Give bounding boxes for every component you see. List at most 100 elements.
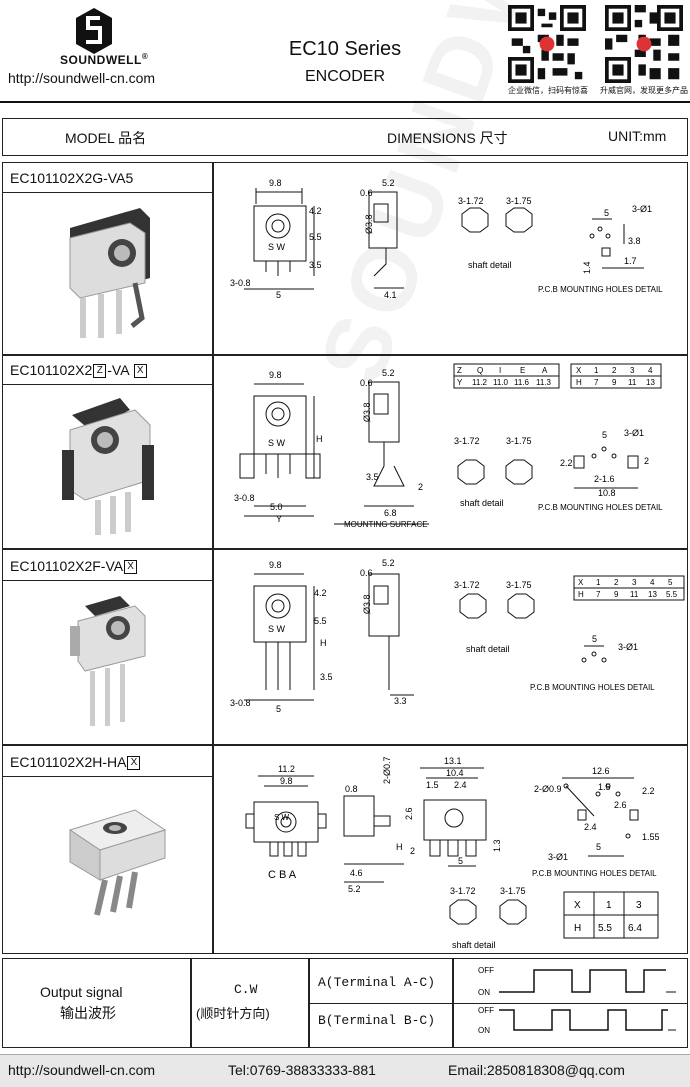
svg-text:2.6: 2.6 xyxy=(614,800,627,810)
svg-text:5.2: 5.2 xyxy=(382,368,395,378)
svg-text:0.8: 0.8 xyxy=(345,784,358,794)
svg-text:2.6: 2.6 xyxy=(404,807,414,820)
svg-text:3-0.8: 3-0.8 xyxy=(234,493,255,503)
svg-text:1.5: 1.5 xyxy=(426,780,439,790)
footer-email[interactable]: Email:2850818308@qq.com xyxy=(448,1062,625,1078)
direction-label-cn: (顺时针方向) xyxy=(196,1006,270,1021)
svg-text:2: 2 xyxy=(410,846,415,856)
soundwell-logo xyxy=(76,8,112,54)
svg-text:Ø3.8: Ø3.8 xyxy=(362,594,372,614)
product-photo-3 xyxy=(70,596,146,726)
model-table xyxy=(2,162,688,954)
row-divider xyxy=(2,354,688,356)
product-type: ENCODER xyxy=(304,68,385,85)
svg-text:5.5: 5.5 xyxy=(598,923,612,934)
svg-text:1.4: 1.4 xyxy=(582,261,592,274)
svg-text:5: 5 xyxy=(602,430,607,440)
svg-text:11: 11 xyxy=(630,590,639,599)
svg-text:0.6: 0.6 xyxy=(360,188,373,198)
svg-text:5.2: 5.2 xyxy=(382,178,395,188)
svg-text:4: 4 xyxy=(650,578,655,587)
svg-text:5: 5 xyxy=(276,290,281,300)
svg-text:H: H xyxy=(574,923,581,934)
svg-text:0.6: 0.6 xyxy=(360,378,373,388)
page-footer: http://soundwell-cn.com Tel:0769-3883333… xyxy=(0,1054,690,1087)
svg-text:1.55: 1.55 xyxy=(642,832,660,842)
svg-text:11.0: 11.0 xyxy=(493,378,509,387)
terminal-b-label: B(Terminal B-C) xyxy=(318,1013,436,1028)
svg-text:X: X xyxy=(578,578,584,587)
name-divider xyxy=(2,776,212,777)
svg-text:Q: Q xyxy=(477,366,483,375)
direction-label: C.W xyxy=(234,982,258,997)
svg-text:3-1.75: 3-1.75 xyxy=(506,196,532,206)
svg-text:3.8: 3.8 xyxy=(628,236,641,246)
svg-text:3: 3 xyxy=(630,366,635,375)
svg-text:3: 3 xyxy=(632,578,637,587)
svg-text:5: 5 xyxy=(276,704,281,714)
svg-text:4.2: 4.2 xyxy=(314,588,327,598)
svg-text:3-0.8: 3-0.8 xyxy=(230,278,251,288)
svg-text:3-1.72: 3-1.72 xyxy=(454,436,480,446)
svg-text:2.4: 2.4 xyxy=(584,822,597,832)
svg-text:5: 5 xyxy=(592,634,597,644)
svg-text:4.6: 4.6 xyxy=(350,868,363,878)
svg-text:A: A xyxy=(542,366,548,375)
svg-text:H: H xyxy=(578,590,584,599)
model-heading: MODEL 品名 xyxy=(65,130,147,146)
svg-text:3-1.75: 3-1.75 xyxy=(506,436,532,446)
drawing-row-2: 9.8 H 3-0.8 5.0 Y S W MOUNTING SURFACE 5… xyxy=(234,363,663,529)
svg-text:1: 1 xyxy=(596,578,601,587)
row-divider xyxy=(2,548,688,550)
svg-text:3-Ø1: 3-Ø1 xyxy=(632,204,652,214)
drawing-row-3: 9.8 4.2 5.5 H 3.5 3-0.8 5 S W 5.2 0.6 Ø3… xyxy=(230,558,685,714)
qr-caption-website: 升威官网，发现更多产品 xyxy=(600,86,688,95)
qr-caption-wechat: 企业微信，扫码有惊喜 xyxy=(508,86,588,95)
svg-text:OFF: OFF xyxy=(478,1006,494,1015)
header-url[interactable]: http://soundwell-cn.com xyxy=(8,70,156,86)
svg-text:shaft detail: shaft detail xyxy=(466,644,510,654)
svg-text:S W: S W xyxy=(268,438,286,448)
svg-text:5.2: 5.2 xyxy=(382,558,395,568)
drawing-row-4: 11.2 9.8 S W C B A 0.8 2-Ø0.7 2.6 H 2 4.… xyxy=(245,756,660,950)
svg-text:ON: ON xyxy=(478,1026,490,1035)
svg-text:2.4: 2.4 xyxy=(454,780,467,790)
svg-text:3.3: 3.3 xyxy=(394,696,407,706)
svg-text:3-1.72: 3-1.72 xyxy=(450,886,476,896)
row-divider xyxy=(2,744,688,746)
footer-url[interactable]: http://soundwell-cn.com xyxy=(8,1062,156,1078)
terminal-a-label: A(Terminal A-C) xyxy=(318,975,436,990)
svg-text:Y: Y xyxy=(457,378,463,387)
dimensions-heading: DIMENSIONS 尺寸 xyxy=(387,130,508,146)
svg-text:5: 5 xyxy=(458,856,463,866)
svg-text:shaft detail: shaft detail xyxy=(452,940,496,950)
svg-text:2: 2 xyxy=(418,482,423,492)
svg-text:4: 4 xyxy=(648,366,653,375)
svg-text:shaft detail: shaft detail xyxy=(460,498,504,508)
unit-heading: UNIT:mm xyxy=(608,128,667,144)
svg-text:9.8: 9.8 xyxy=(269,178,282,188)
svg-text:11.2: 11.2 xyxy=(472,378,488,387)
svg-text:3-Ø1: 3-Ø1 xyxy=(618,642,638,652)
svg-text:3-1.75: 3-1.75 xyxy=(500,886,526,896)
svg-text:1.3: 1.3 xyxy=(492,839,502,852)
series-title: EC10 Series xyxy=(288,38,402,60)
svg-text:5.5: 5.5 xyxy=(666,590,678,599)
svg-text:I: I xyxy=(499,366,501,375)
svg-text:4.1: 4.1 xyxy=(384,290,397,300)
svg-text:H: H xyxy=(316,434,323,444)
name-divider xyxy=(2,580,212,581)
svg-text:1.5: 1.5 xyxy=(598,782,611,792)
svg-text:9.8: 9.8 xyxy=(269,370,282,380)
footer-tel: Tel:0769-38833333-881 xyxy=(228,1062,376,1078)
output-signal-label-cn: 输出波形 xyxy=(60,1005,116,1021)
svg-text:Y: Y xyxy=(276,514,282,524)
qr-code-website xyxy=(605,5,683,83)
svg-text:1: 1 xyxy=(606,900,612,911)
svg-text:S W: S W xyxy=(268,242,286,252)
svg-text:5: 5 xyxy=(604,208,609,218)
svg-text:Ø3.8: Ø3.8 xyxy=(364,214,374,234)
svg-text:3-0.8: 3-0.8 xyxy=(230,698,251,708)
output-signal-label: Output signal xyxy=(40,984,123,1000)
